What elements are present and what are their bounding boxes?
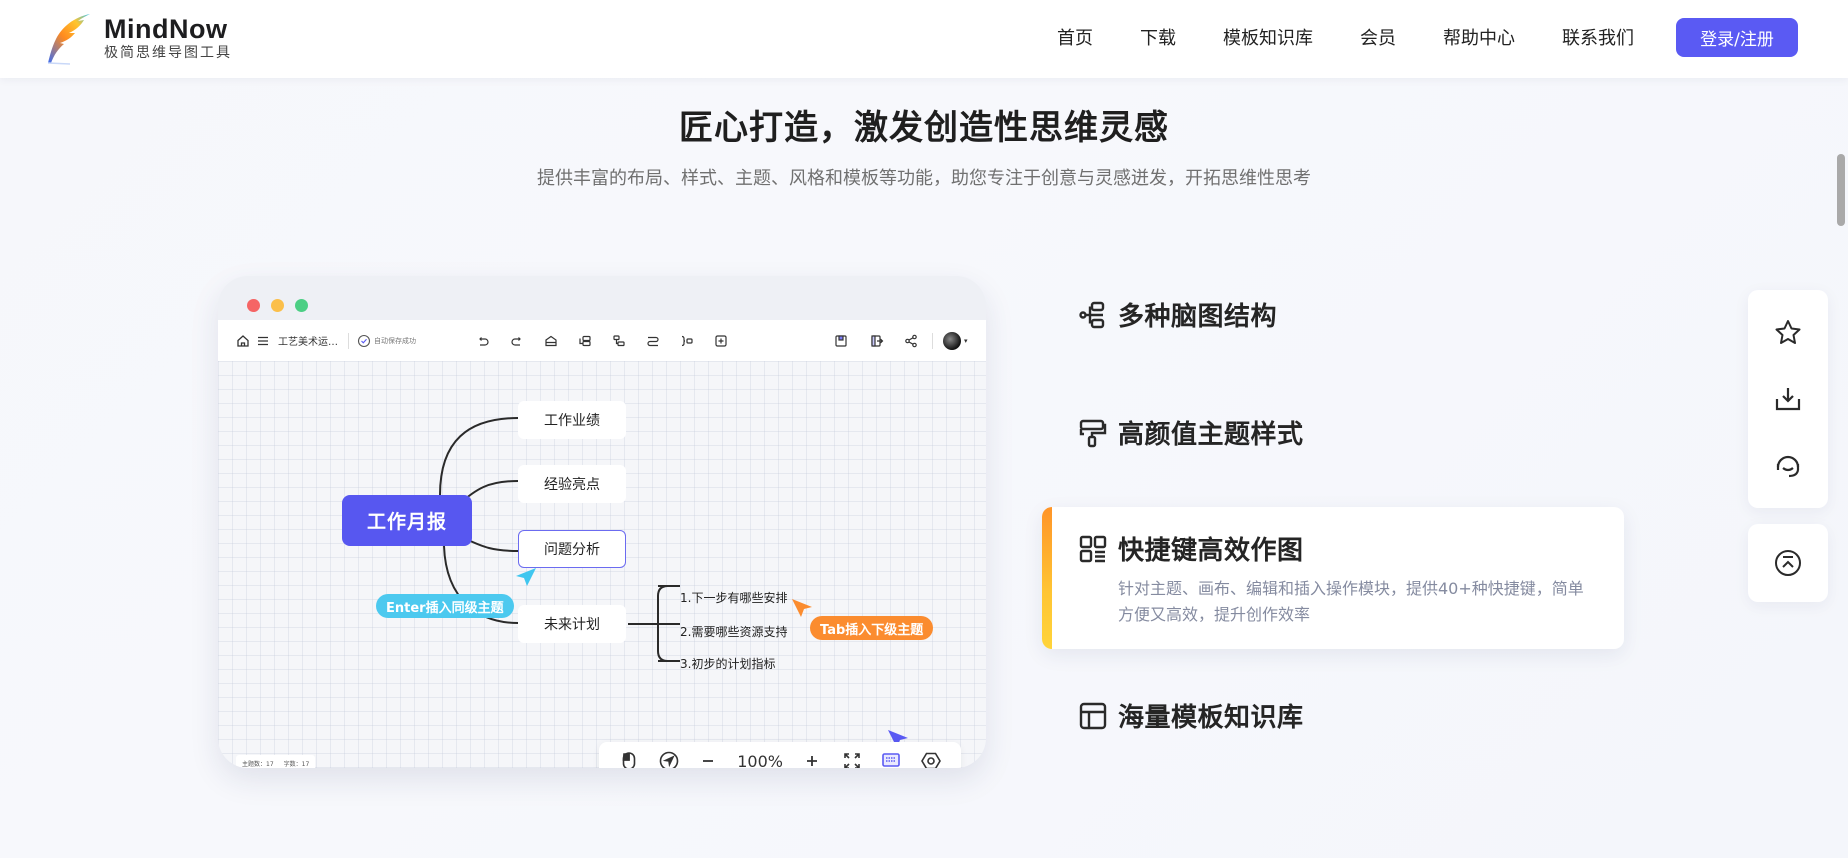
nav-contact[interactable]: 联系我们 [1562,28,1634,49]
close-dot [247,299,260,312]
logo-name: MindNow [104,14,228,44]
top-navbar: MindNow 极简思维导图工具 首页 下载 模板知识库 会员 帮助中心 联系我… [0,0,1848,78]
customer-service-button[interactable] [1748,432,1828,498]
nav-templates[interactable]: 模板知识库 [1223,28,1313,49]
star-icon [1775,320,1801,344]
template-icon [1078,701,1108,731]
navigate-icon[interactable] [658,750,680,768]
insert-icon[interactable] [714,334,728,348]
avatar[interactable] [943,331,961,350]
subtopic-item[interactable]: 3.初步的计划指标 [680,657,776,671]
main-nav: 首页 下载 模板知识库 会员 帮助中心 联系我们 登录/注册 [1057,0,1848,74]
nav-download[interactable]: 下载 [1140,28,1176,49]
window-controls [247,299,308,312]
menu-icon[interactable] [256,334,270,348]
cyan-cursor-icon [516,568,536,586]
floating-topic-icon[interactable] [612,334,626,348]
section-title: 匠心打造，激发创造性思维灵感 [679,108,1169,148]
save-icon[interactable] [834,334,848,348]
document-stats: 主题数：17 字数：17 [236,755,316,768]
nav-help-center[interactable]: 帮助中心 [1443,28,1515,49]
topic-count: 主题数：17 [242,760,274,768]
toolbar-divider [932,332,933,349]
word-count: 字数：17 [283,760,310,768]
paint-roller-icon [1078,418,1108,448]
root-topic[interactable]: 工作月报 [342,495,472,546]
feature-title: 多种脑图结构 [1118,302,1278,332]
branch-topic-selected[interactable]: 问题分析 [518,530,626,568]
app-preview-window: 工艺美术运… 自动保存成功 [218,276,986,768]
nav-home[interactable]: 首页 [1057,28,1093,49]
page-scrollbar[interactable] [1834,78,1848,858]
structure-icon [1078,300,1108,330]
settings-hexagon-icon[interactable] [920,750,942,768]
tab-shortcut-tip: Tab插入下级主题 [810,616,934,640]
feature-item-templates[interactable]: 海量模板知识库 [1078,697,1304,734]
autosave-status: 自动保存成功 [374,336,416,345]
enter-shortcut-tip: Enter插入同级主题 [376,594,514,618]
branch-topic[interactable]: 经验亮点 [518,465,626,503]
summary-icon[interactable] [680,334,694,348]
purple-cursor-icon [888,730,908,748]
floating-actions-panel [1748,290,1828,508]
check-circle-icon [357,334,371,348]
subtopic-item[interactable]: 1.下一步有哪些安排 [680,591,788,605]
document-title[interactable]: 工艺美术运… [278,337,338,348]
avatar-dropdown-caret[interactable]: ▾ [964,336,968,345]
branch-topic[interactable]: 未来计划 [518,605,626,643]
zoom-level: 100% [737,751,783,769]
login-register-button[interactable]: 登录/注册 [1676,17,1798,57]
minimize-dot [271,299,284,312]
feature-card-shortcuts-active[interactable] [1042,507,1624,649]
zoom-in-button[interactable] [801,750,823,768]
relation-icon[interactable] [646,334,660,348]
back-to-top-button[interactable] [1748,530,1828,596]
back-to-top-panel [1748,524,1828,602]
maximize-dot [295,299,308,312]
section-subtitle: 提供丰富的布局、样式、主题、风格和模板等功能，助您专注于创意与灵感迸发，开拓思维… [537,168,1311,189]
mindmap-canvas[interactable]: 工作月报 工作业绩 经验亮点 问题分析 未来计划 1.下一步有哪些安排 2.需要… [218,361,986,768]
export-icon[interactable] [870,334,884,348]
feature-title: 海量模板知识库 [1118,703,1304,733]
download-icon [1775,388,1801,411]
mouse-icon[interactable] [618,750,640,768]
zoom-out-button[interactable] [697,750,719,768]
logo-tagline: 极简思维导图工具 [104,45,232,61]
redo-icon[interactable] [510,334,524,348]
feature-description: 针对主题、画布、编辑和插入操作模块，提供40+种快捷键，简单方便又高效，提升创作… [1118,579,1584,624]
undo-icon[interactable] [476,334,490,348]
fit-screen-icon[interactable] [841,750,863,768]
feature-item-shortcuts[interactable]: 快捷键高效作图 [1078,530,1304,567]
logo[interactable]: MindNow 极简思维导图工具 [40,11,232,65]
headset-icon [1776,455,1800,478]
feature-title: 高颜值主题样式 [1118,420,1304,450]
keyboard-icon[interactable] [880,750,902,768]
toolbar-divider [348,332,349,349]
subtopic-item[interactable]: 2.需要哪些资源支持 [680,625,788,639]
scrollbar-thumb[interactable] [1837,154,1845,226]
favorite-button[interactable] [1748,300,1828,366]
back-to-top-icon [1775,550,1801,576]
feature-item-structures[interactable]: 多种脑图结构 [1078,296,1277,333]
canvas-bottom-toolbar: 100% [599,742,961,768]
feature-item-themes[interactable]: 高颜值主题样式 [1078,414,1304,451]
feature-title: 快捷键高效作图 [1118,536,1304,566]
download-button[interactable] [1748,366,1828,432]
subtopic-icon[interactable] [578,334,592,348]
home-icon[interactable] [236,334,250,348]
orange-cursor-icon [792,599,812,617]
share-icon[interactable] [904,334,918,348]
nav-membership[interactable]: 会员 [1360,28,1396,49]
branch-topic[interactable]: 工作业绩 [518,401,626,439]
editor-toolbar: 工艺美术运… 自动保存成功 [218,320,986,361]
active-indicator-bar [1042,507,1052,649]
feather-logo-icon [47,14,90,65]
topic-icon[interactable] [544,334,558,348]
shortcut-grid-icon [1078,534,1108,564]
